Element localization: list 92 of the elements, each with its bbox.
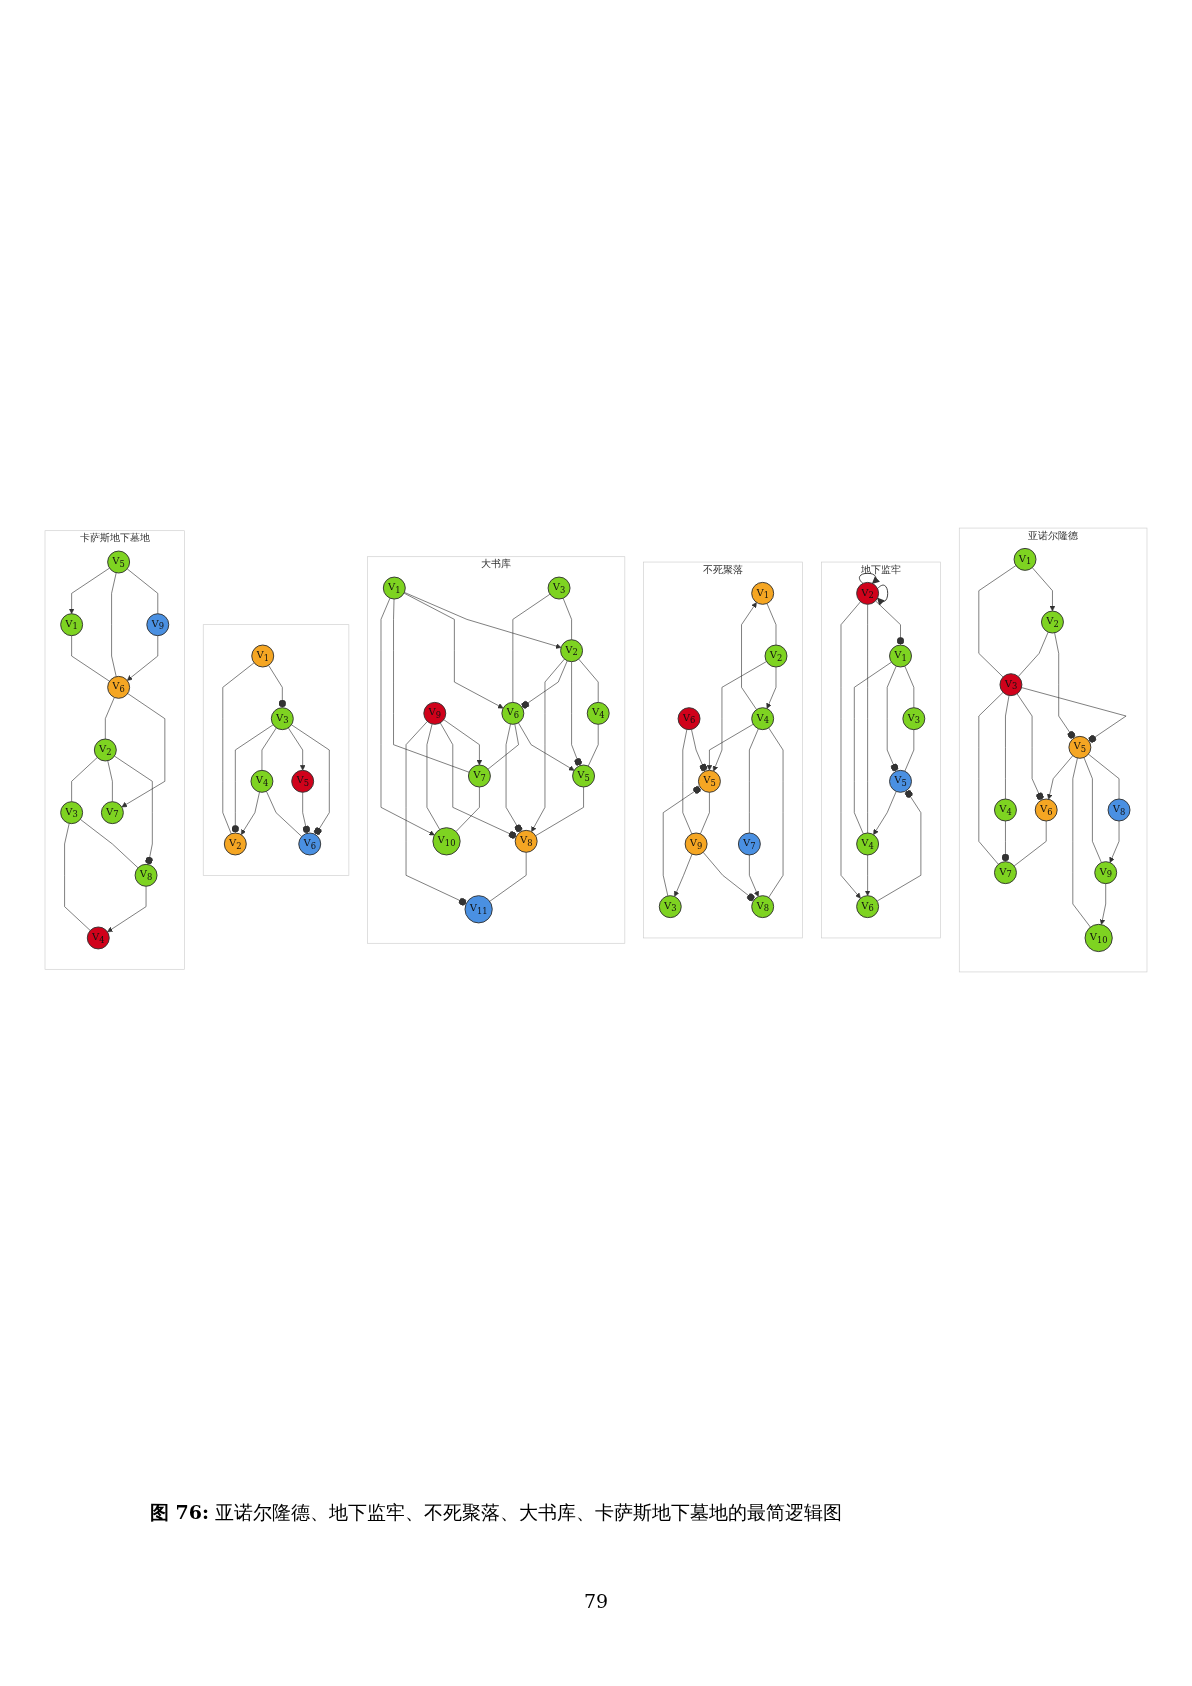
connector (1013, 820, 1047, 867)
connector (105, 697, 115, 740)
connector (700, 792, 710, 835)
connector (512, 593, 551, 703)
node-circle: V$_{2}$ (93, 738, 117, 762)
node-circle: V$_{3}$ (270, 707, 294, 731)
connector (126, 568, 159, 615)
node-circle: V$_{8}$ (1107, 798, 1131, 822)
node-circle: V$_{6}$ (1034, 798, 1058, 822)
connector (562, 597, 572, 641)
connector (535, 786, 584, 837)
node-circle: V$_{2}$ (856, 581, 880, 605)
node-circle: V$_{5}$ (572, 764, 595, 788)
node-circle: V$_{4}$ (856, 832, 880, 856)
node-circle: V$_{5}$ (291, 769, 315, 793)
connector (71, 757, 98, 802)
page-number: 79 (583, 1590, 609, 1612)
node-circle: V$_{1}$ (382, 576, 406, 600)
node-circle: V$_{6}$ (298, 832, 322, 856)
node-circle: V$_{6}$ (501, 701, 525, 725)
node-circle: V$_{11}$ (464, 895, 493, 924)
node-circle: V$_{3}$ (547, 576, 571, 600)
connector (766, 603, 777, 646)
node-circle: V$_{4}$ (994, 798, 1017, 822)
node-circle: V$_{1}$ (251, 644, 275, 668)
node-circle: V$_{10}$ (432, 827, 461, 856)
node-circle: V$_{2}$ (1041, 610, 1064, 634)
connector (1017, 631, 1049, 677)
node-circle: V$_{5}$ (889, 769, 912, 793)
connector (489, 852, 527, 902)
node-circle: V$_{4}$ (86, 926, 110, 950)
connector (749, 728, 759, 834)
connector (455, 786, 480, 832)
node-circle: V$_{1}$ (1013, 547, 1037, 571)
node-circle: V$_{5}$ (1068, 735, 1092, 759)
connector (1088, 753, 1120, 800)
node-circle: V$_{5}$ (107, 550, 131, 574)
node-circle: V$_{3}$ (902, 707, 926, 731)
node-circle: V$_{2}$ (764, 644, 788, 668)
node-circle: V$_{6}$ (677, 707, 701, 731)
node-circle: V$_{6}$ (856, 895, 880, 919)
connector (261, 727, 277, 771)
node-circle: V$_{9}$ (146, 613, 170, 637)
node-circle: V$_{7}$ (737, 832, 761, 856)
connector (266, 791, 302, 837)
node-circle: V$_{7}$ (467, 764, 491, 788)
connector (904, 665, 915, 708)
connector (64, 823, 91, 931)
connector (107, 760, 113, 802)
connector (487, 723, 519, 770)
node-circle: V$_{4}$ (250, 769, 274, 793)
node-circle: V$_{7}$ (100, 801, 124, 825)
connector (904, 729, 915, 772)
node-circle: V$_{8}$ (134, 863, 158, 887)
connector (222, 662, 255, 835)
connector (587, 724, 599, 767)
node-circle: V$_{2}$ (223, 832, 247, 856)
connector (111, 572, 117, 677)
connector (393, 598, 470, 773)
connector (80, 819, 139, 869)
node-circle: V$_{3}$ (999, 673, 1023, 697)
node-circle: V$_{1}$ (889, 644, 912, 668)
figure-caption: 图 76: 亚诺尔隆德、地下监牢、不死聚落、大书库、卡萨斯地下墓地的最简逻辑图 (150, 1500, 843, 1525)
connector (978, 692, 1004, 865)
node-circle: V$_{4}$ (751, 707, 775, 731)
node-circle: V$_{10}$ (1084, 923, 1113, 953)
connector (1083, 757, 1102, 863)
node-circle: V$_{1}$ (60, 613, 84, 637)
connector (426, 723, 441, 830)
node-circle: V$_{8}$ (751, 895, 775, 919)
connector (1072, 757, 1091, 928)
connector (768, 727, 784, 898)
node-circle: V$_{3}$ (658, 895, 682, 919)
node-circle: V$_{9}$ (684, 832, 708, 856)
cluster (202, 624, 350, 876)
node-circle: V$_{8}$ (514, 829, 538, 853)
node-circle: V$_{1}$ (751, 581, 775, 605)
connector (578, 658, 599, 703)
connector (1005, 695, 1010, 800)
node-circle: V$_{5}$ (698, 769, 721, 793)
node-circle: V$_{7}$ (994, 861, 1017, 885)
connector (682, 729, 693, 835)
connector (71, 635, 110, 682)
node-circle: V$_{9}$ (423, 701, 447, 725)
node-circle: V$_{4}$ (586, 701, 610, 725)
node-circle: V$_{3}$ (60, 801, 84, 825)
connector (978, 565, 1017, 678)
node-circle: V$_{9}$ (1094, 861, 1118, 885)
connector (854, 661, 892, 835)
node-circle: V$_{2}$ (560, 639, 584, 663)
connector (867, 604, 868, 834)
node-circle: V$_{6}$ (107, 675, 131, 699)
